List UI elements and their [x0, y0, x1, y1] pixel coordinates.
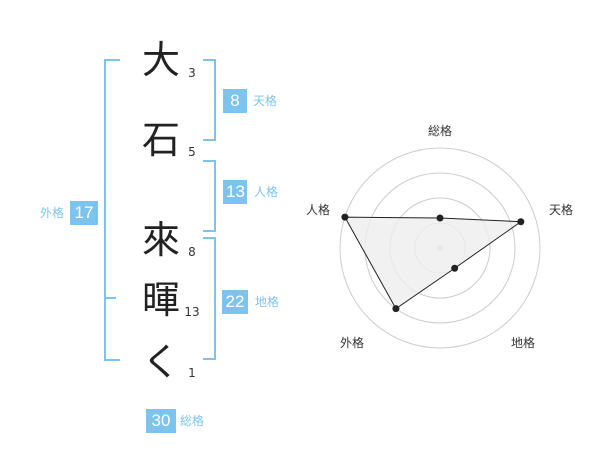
name-char-2: 石 — [141, 118, 180, 162]
radar-point-4 — [341, 213, 349, 221]
radar-axis-label-4: 人格 — [306, 203, 331, 217]
jinkaku-label: 人格 — [254, 185, 279, 199]
soukaku-value: 30 — [146, 409, 176, 433]
radar-ring — [339, 147, 541, 349]
jinkaku-bracket — [203, 160, 216, 232]
gaikaku-bracket-tick — [106, 297, 116, 299]
tenkaku-value: 8 — [223, 89, 247, 113]
radar-axis-label-2: 地格 — [511, 336, 536, 350]
name-char-4: 暉 — [141, 278, 180, 322]
jinkaku-value: 13 — [223, 180, 247, 204]
chikaku-label: 地格 — [255, 295, 280, 309]
name-char-5: く — [141, 340, 180, 384]
radar-point-1 — [517, 218, 525, 226]
gaikaku-label: 外格 — [40, 206, 65, 220]
name-char-1: 大 — [141, 38, 180, 82]
soukaku-label: 総格 — [180, 414, 205, 428]
chikaku-value: 22 — [222, 290, 248, 314]
tenkaku-bracket — [203, 59, 216, 141]
name-char-3: 來 — [141, 218, 180, 262]
radar-svg — [339, 147, 541, 349]
gaikaku-bracket — [104, 59, 120, 361]
chikaku-bracket — [203, 237, 216, 360]
gaikaku-value: 17 — [70, 201, 98, 225]
radar-point-3 — [392, 305, 400, 313]
radar-axis-label-0: 総格 — [428, 124, 453, 138]
radar-axis-label-3: 外格 — [340, 336, 365, 350]
stroke-count-1: 3 — [188, 66, 196, 80]
radar-point-0 — [436, 214, 444, 222]
stroke-count-2: 5 — [188, 145, 196, 159]
radar-polygon — [344, 216, 523, 310]
stroke-count-3: 8 — [188, 245, 196, 259]
radar-chart — [320, 140, 560, 370]
radar-point-2 — [451, 264, 459, 272]
stroke-count-5: 1 — [188, 366, 196, 380]
radar-axis-label-1: 天格 — [549, 203, 574, 217]
tenkaku-label: 天格 — [253, 94, 278, 108]
stroke-count-4: 13 — [184, 305, 200, 319]
